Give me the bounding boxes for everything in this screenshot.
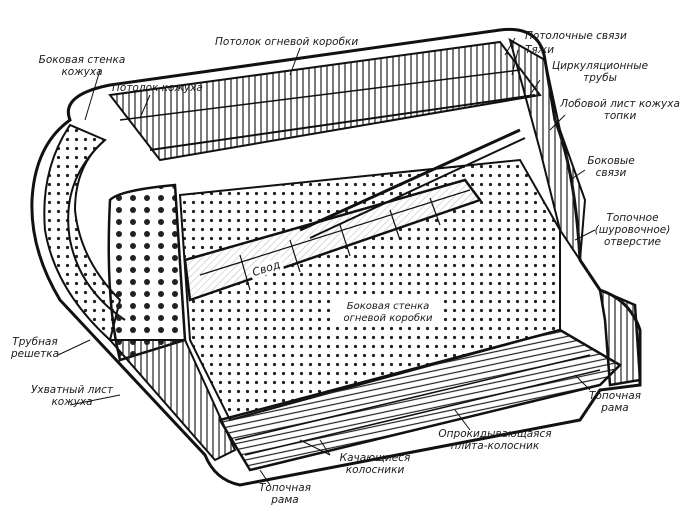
throat-sheet [107, 339, 237, 462]
label-side-wall-firebox: Боковая стенка огневой коробки [335, 300, 441, 326]
tube-sheet-plate [107, 183, 187, 362]
label-throat-sheet: Ухватный лист кожуха [30, 384, 114, 408]
label-casing-ceiling: Потолок кожуха [112, 82, 203, 94]
front-sheet [508, 37, 587, 263]
circulation-tubes [299, 128, 521, 232]
label-firebox-frame-right: Топочная рама [589, 390, 641, 414]
label-dump-grate: Опрокидывающаяся плита-колосник [438, 428, 552, 452]
label-side-stays: Боковые связи [587, 155, 635, 179]
label-rocking-bars: Качающиеся колосники [339, 452, 411, 476]
label-ceiling-stays: Потолочные связи [525, 30, 627, 42]
label-firebox-ceiling: Потолок огневой коробки [215, 36, 359, 48]
ceiling-band [108, 40, 542, 162]
label-side-wall-casing: Боковая стенка кожуха [38, 54, 126, 78]
fire-door-frame [598, 287, 642, 387]
label-front-sheet-casing: Лобовой лист кожуха топки [560, 98, 680, 122]
leader-lines [57, 37, 596, 486]
label-tie-rods: Тяжи [525, 44, 555, 56]
label-tube-sheet: Трубная решетка [10, 336, 60, 360]
label-firebox-frame-bottom: Топочная рама [259, 482, 311, 506]
label-circulation-tubes: Циркуляционные трубы [551, 60, 649, 84]
label-fire-door: Топочное (шуровочное) отверстие [594, 212, 671, 248]
